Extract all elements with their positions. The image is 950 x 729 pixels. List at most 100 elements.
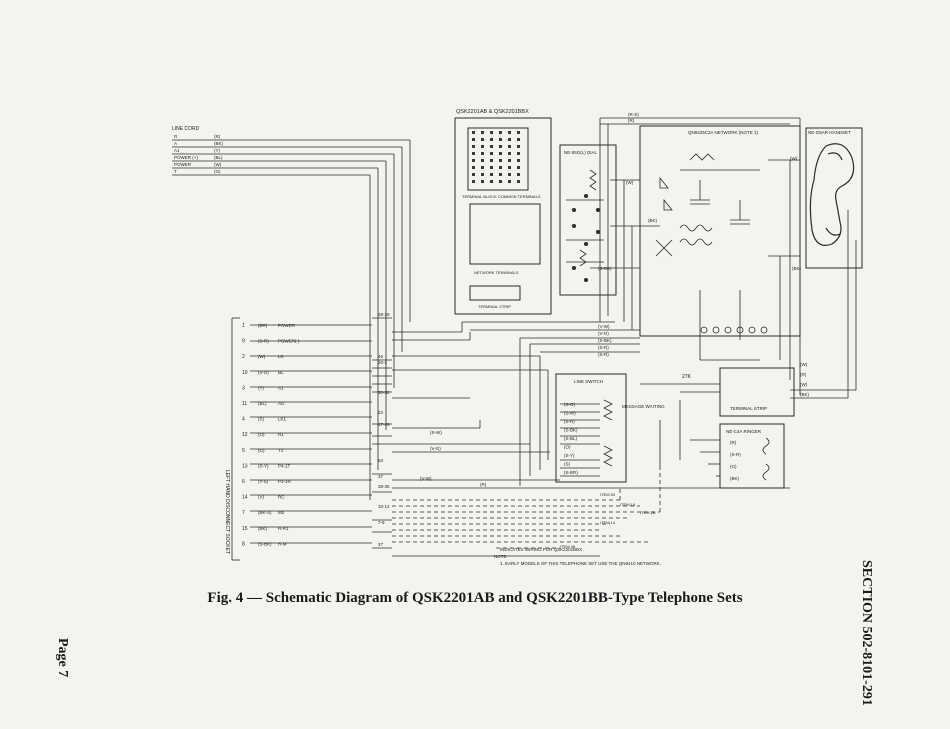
connector-pin-number: 2 xyxy=(242,354,245,360)
terminal-block-dot xyxy=(499,131,502,134)
terminal-block-dot xyxy=(508,131,511,134)
wire-label-item: ITEM 14 xyxy=(600,520,616,525)
terminal-block-dot xyxy=(472,138,475,141)
terminal-block-dot xyxy=(490,180,493,183)
connector-pin-label: RC xyxy=(278,495,285,500)
terminal-block-grid xyxy=(472,131,520,183)
connector-pin-color: (BK) xyxy=(258,526,268,531)
bbx-dashed-wiring xyxy=(392,470,661,549)
terminal-label: 7-9 xyxy=(378,520,385,525)
terminal-label: 47-49 xyxy=(378,422,390,427)
connector-pin-color: (V-O) xyxy=(258,370,269,375)
terminal-block-dot xyxy=(472,145,475,148)
legend-note: 1. EARLY MODELS OF THIS TELEPHONE SET US… xyxy=(500,561,661,566)
terminal-block-dot xyxy=(499,180,502,183)
terminal-block-dot xyxy=(481,138,484,141)
line-cord-lead-name: R xyxy=(174,134,178,139)
terminal-block-dot xyxy=(490,173,493,176)
connector-pin-number: 10 xyxy=(242,370,248,376)
terminal-block-dot xyxy=(472,131,475,134)
connector-pin-label: LK1 xyxy=(278,417,287,422)
connector-pin-label: P3-1R xyxy=(278,479,292,484)
terminal-block-dot xyxy=(517,152,520,155)
terminal-block-title: QSK2201AB & QSK2201BBX xyxy=(456,109,529,115)
connector-pin-color: (W) xyxy=(258,354,266,359)
terminal-block-dot xyxy=(481,166,484,169)
terminal-strip-title: TERMINAL STRIP xyxy=(730,406,767,411)
terminal-block-dot xyxy=(490,166,493,169)
line-cord-lead-color: (W) xyxy=(214,162,222,167)
terminal-block-dot xyxy=(490,152,493,155)
wire-label-switch: (S-O) xyxy=(564,402,575,407)
message-waiting-title: MESSAGE WAITING xyxy=(622,404,665,409)
connector-pin-number: 12 xyxy=(242,432,248,438)
terminal-block-dot xyxy=(472,180,475,183)
terminal-block-dot xyxy=(517,131,520,134)
handset-box xyxy=(805,127,863,269)
line-cord-lead-color: (BL) xyxy=(214,155,223,160)
figure-caption: Fig. 4 — Schematic Diagram of QSK2201AB … xyxy=(207,590,743,606)
dial-springs xyxy=(566,169,604,267)
network-terminals-label: NETWORK TERMINALS xyxy=(474,270,519,275)
terminal-strip-mini-label: TERMINAL STRIP xyxy=(478,304,511,309)
component-boxes xyxy=(454,117,863,489)
terminal-tie-lines xyxy=(372,317,392,549)
connector-pin-number: 11 xyxy=(242,401,247,407)
ringer-title: NE-C4A RINGER xyxy=(726,429,762,434)
terminal-block-dot xyxy=(499,138,502,141)
terminal-block-dot xyxy=(517,138,520,141)
network-box xyxy=(639,125,801,337)
connector-pin-number: 14 xyxy=(242,495,248,501)
legend-note-title: NOTE xyxy=(494,554,507,559)
terminal-block-dot xyxy=(508,180,511,183)
wire-label-left-mid: (V-W) xyxy=(420,476,432,481)
wire-label-mid: (S-R) xyxy=(598,345,609,350)
connector-pin-label: P4-1T xyxy=(278,463,291,468)
wire-label-switch: (S-Y) xyxy=(564,453,575,458)
terminal-block-dot xyxy=(517,145,520,148)
handset-icon xyxy=(809,143,855,246)
terminal-label: 46 xyxy=(378,354,384,359)
connector-pin-number: 1 xyxy=(242,323,245,329)
terminal-block-dot xyxy=(481,159,484,162)
terminal-label: 30-32 xyxy=(378,390,390,395)
wire-label-switch: (S-BL) xyxy=(564,436,578,441)
terminal-block-box xyxy=(454,117,552,315)
connector-pin-number: 7 xyxy=(242,510,245,516)
connector-pin-label: T1 xyxy=(278,448,284,453)
line-cord-lead-color: (Y) xyxy=(214,148,221,153)
line-switch-contacts xyxy=(603,399,613,467)
connector-pin-number: 4 xyxy=(242,417,245,423)
terminal-block-dot xyxy=(508,159,511,162)
dial-box xyxy=(559,144,617,296)
ringer-box xyxy=(719,423,785,489)
terminal-strip-box xyxy=(719,367,795,417)
line-cord-lead-name: POWER (+) xyxy=(174,155,198,160)
network-terminals-grid xyxy=(469,203,541,265)
wire-label-left-mid: (R) xyxy=(480,482,487,487)
wire-label-left-mid: (V-G) xyxy=(430,446,441,451)
line-switch-title: LINE SWITCH xyxy=(574,379,603,384)
message-waiting-resistor: 27K xyxy=(682,374,692,380)
wire-label-strip: (R) xyxy=(800,372,807,377)
wire-label-switch: (S-BK) xyxy=(564,428,578,433)
connector-pin-label: BL xyxy=(278,370,284,375)
ringer-lead: (R) xyxy=(730,440,737,445)
connector-pin-color: (S-BK) xyxy=(258,541,272,546)
connector-pin-label: R-R1 xyxy=(278,526,289,531)
wire-label-item: ITEM 50 xyxy=(600,492,616,497)
wire-label-mid: (V-O) xyxy=(598,331,609,336)
connector-pin-color: (BR) xyxy=(258,323,268,328)
wire-label-mid: (V-W) xyxy=(598,324,610,329)
connector-pin-color: (BK-S) xyxy=(258,510,272,515)
terminal-block-dot xyxy=(517,159,520,162)
connector-pin-number: 9 xyxy=(242,339,245,345)
terminal-block-dot xyxy=(472,152,475,155)
terminal-block-dot xyxy=(499,152,502,155)
terminal-block-dot xyxy=(490,138,493,141)
terminal-block-dot xyxy=(499,145,502,148)
wire-label-dial: (S-BK) xyxy=(598,266,612,271)
network-title: QN9425C2A NETWORK (NOTE 1) xyxy=(688,130,759,135)
